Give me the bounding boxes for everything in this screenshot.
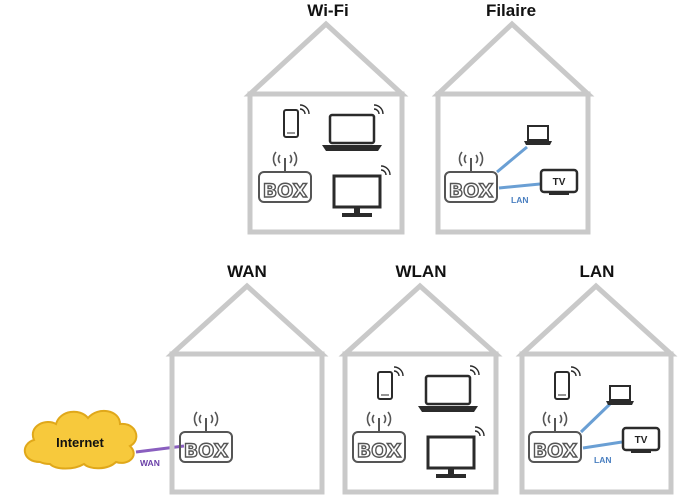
- smartphone-icon: [283, 104, 310, 138]
- internet-label: Internet: [56, 435, 104, 450]
- smartphone-icon: [377, 366, 404, 400]
- smartphone-icon: [554, 366, 581, 400]
- house-title-wifi: Wi-Fi: [307, 1, 348, 20]
- monitor-icon: [426, 426, 485, 478]
- box-label: BOX: [263, 180, 308, 202]
- house-body: [435, 91, 591, 235]
- cloud-icon: [24, 409, 138, 470]
- lan-cable-tv: [498, 182, 541, 190]
- house-title-wlan: WLAN: [396, 262, 447, 281]
- house-wifi: Wi-Fi BOX: [243, 1, 409, 235]
- tv-icon: TV: [539, 168, 579, 195]
- lan-link-label: LAN: [594, 455, 611, 465]
- house-outline: [243, 20, 409, 97]
- house-body: [519, 351, 674, 495]
- tv-label: TV: [553, 177, 566, 188]
- house-title-filaire: Filaire: [486, 1, 536, 20]
- box-label: BOX: [184, 440, 229, 462]
- house-body: [342, 351, 499, 495]
- laptop-icon: [524, 125, 552, 145]
- laptop-icon: [606, 385, 634, 405]
- lan-cable-laptop: [496, 145, 528, 174]
- router-box-icon: BOX: [258, 151, 312, 203]
- box-label: BOX: [449, 180, 494, 202]
- laptop-icon: [322, 104, 384, 151]
- box-label: BOX: [357, 440, 402, 462]
- house-outline: [165, 282, 329, 357]
- router-box-icon: BOX: [444, 151, 498, 203]
- house-body: [169, 351, 325, 495]
- router-box-icon: BOX: [352, 411, 406, 463]
- laptop-icon: [418, 365, 480, 412]
- house-wan: WAN BOX: [165, 262, 329, 495]
- monitor-icon: [332, 165, 391, 217]
- tv-label: TV: [635, 435, 648, 446]
- house-outline: [338, 282, 503, 357]
- house-body: [247, 91, 405, 235]
- box-label: BOX: [533, 440, 578, 462]
- house-outline: [515, 282, 678, 357]
- wan-cable: [135, 444, 185, 454]
- house-title-lan: LAN: [580, 262, 615, 281]
- tv-icon: TV: [621, 426, 661, 453]
- house-outline: [431, 20, 595, 97]
- wan-link-label: WAN: [140, 458, 160, 468]
- lan-cable-tv: [582, 440, 623, 450]
- router-box-icon: BOX: [179, 411, 233, 463]
- house-wlan: WLAN BOX: [338, 262, 503, 495]
- router-box-icon: BOX: [528, 411, 582, 463]
- lan-link-label: LAN: [511, 195, 528, 205]
- house-title-wan: WAN: [227, 262, 267, 281]
- lan-cable-laptop: [579, 402, 612, 434]
- internet-cloud: Internet: [24, 409, 138, 470]
- house-lan: LAN LAN BOX TV: [515, 262, 678, 495]
- house-filaire: Filaire LAN BOX TV: [431, 1, 595, 235]
